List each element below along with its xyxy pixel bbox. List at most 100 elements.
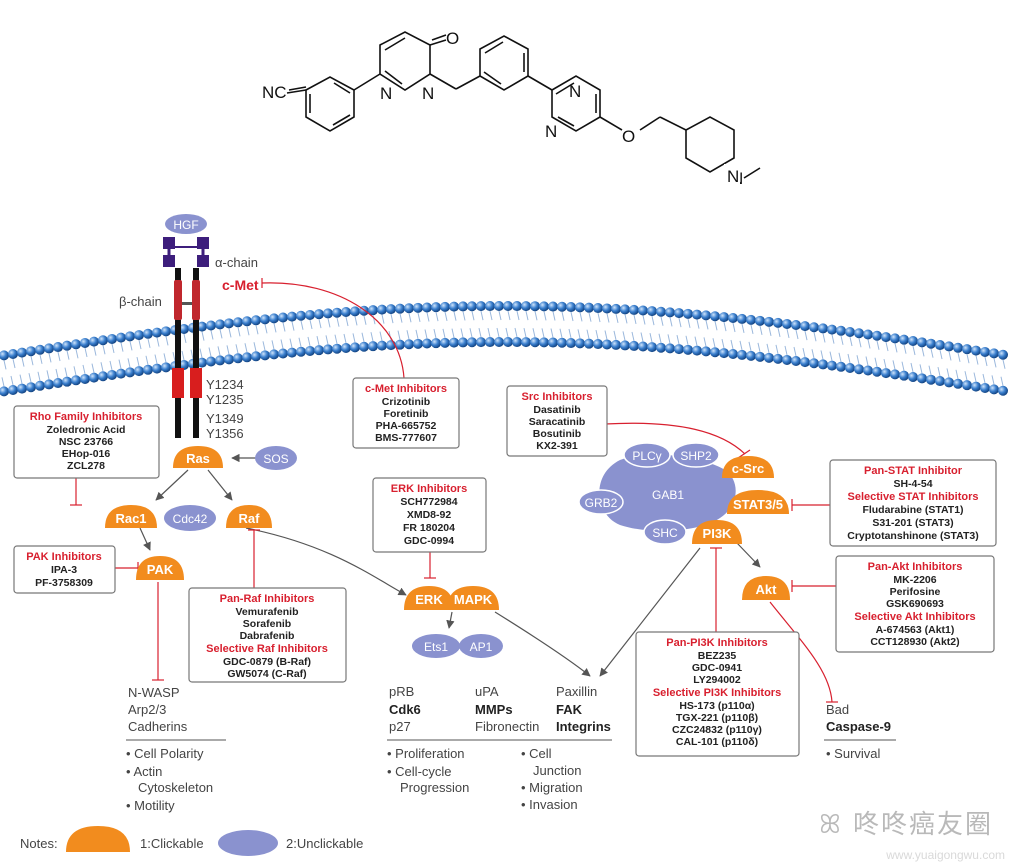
pi3k-inhibitor-item: TGX-221 (p110β) bbox=[676, 712, 758, 724]
akt-inhibitor-item: MK-2206 bbox=[893, 574, 936, 586]
site-watermark: www.yuaigongwu.com bbox=[886, 848, 1005, 862]
c-met-inhibitor-item: Foretinib bbox=[384, 408, 429, 420]
c-src-node[interactable] bbox=[722, 456, 774, 478]
pak-inhibitors-title: PAK Inhibitors bbox=[26, 551, 102, 563]
atom-n-methyl: N bbox=[727, 167, 739, 186]
atom-n: N bbox=[380, 84, 392, 103]
pi3k-inhibitor-item: GDC-0941 bbox=[692, 662, 742, 674]
grb2-node bbox=[578, 489, 624, 515]
akt-inhibitors-box: Pan-Akt Inhibitors MK-2206 Perifosine GS… bbox=[835, 555, 995, 653]
pak-target: Cadherins bbox=[128, 719, 188, 734]
erk-inhibitor-item: XMD8-92 bbox=[407, 509, 452, 521]
ras-node[interactable] bbox=[173, 446, 223, 468]
erk-node[interactable] bbox=[404, 586, 454, 610]
atom-nc: NC bbox=[262, 83, 287, 102]
clickable-legend-label: 1:Clickable bbox=[140, 836, 204, 851]
akt-target: Bad bbox=[826, 702, 849, 717]
fak-effect: • Cell bbox=[521, 746, 552, 761]
pak-target: N-WASP bbox=[128, 685, 180, 700]
ets1-node bbox=[412, 634, 460, 658]
rho-inhibitor-item: Zoledronic Acid bbox=[47, 424, 126, 436]
unclickable-legend-swatch bbox=[218, 830, 278, 856]
unclickable-legend-label: 2:Unclickable bbox=[286, 836, 363, 851]
grb2-label: GRB2 bbox=[585, 496, 618, 510]
pak-effect: • Actin bbox=[126, 764, 162, 779]
fak-target: Paxillin bbox=[556, 684, 597, 699]
c-met-inhibitor-item: PHA-665752 bbox=[376, 420, 437, 432]
ets-target: Cdk6 bbox=[389, 702, 421, 717]
selective-raf-inhibitors-title: Selective Raf Inhibitors bbox=[206, 643, 328, 655]
pan-pi3k-inhibitors-title: Pan-PI3K Inhibitors bbox=[666, 637, 767, 649]
stat35-label: STAT3/5 bbox=[733, 497, 783, 512]
raf-label: Raf bbox=[239, 511, 261, 526]
erk-inhibitors-box: ERK Inhibitors SCH772984 XMD8-92 FR 1802… bbox=[372, 477, 487, 553]
ets-effect: Progression bbox=[400, 780, 469, 795]
c-met-inhibitor-item: Crizotinib bbox=[382, 396, 430, 408]
akt-inhibitor-item: GSK690693 bbox=[886, 598, 944, 610]
pak-inhibitors-box: PAK Inhibitors IPA-3 PF-3758309 bbox=[13, 545, 116, 594]
pak-effect: • Cell Polarity bbox=[126, 746, 204, 761]
raf-inhibitor-item: GW5074 (C-Raf) bbox=[227, 668, 306, 680]
pi3k-node[interactable] bbox=[692, 520, 742, 544]
ap1-node bbox=[459, 634, 503, 658]
cell-membrane bbox=[0, 301, 1008, 397]
pak-node[interactable] bbox=[136, 556, 184, 580]
fak-target: Integrins bbox=[556, 719, 611, 734]
raf-inhibitor-item: GDC-0879 (B-Raf) bbox=[223, 656, 311, 668]
raf-inhibitor-item: Sorafenib bbox=[243, 618, 291, 630]
c-met-label: c-Met bbox=[222, 277, 259, 293]
y1234-label: Y1234 bbox=[206, 377, 244, 392]
raf-inhibitors-box: Pan-Raf Inhibitors Vemurafenib Sorafenib… bbox=[188, 587, 347, 683]
fak-effect: Junction bbox=[533, 763, 581, 778]
stat35-node[interactable] bbox=[727, 490, 789, 514]
fak-effect: • Migration bbox=[521, 780, 583, 795]
rho-inhibitor-item: NSC 23766 bbox=[59, 436, 113, 448]
ap1-target: Fibronectin bbox=[475, 719, 539, 734]
akt-inhibitor-item: CCT128930 (Akt2) bbox=[870, 636, 959, 648]
erk-inhibitor-item: SCH772984 bbox=[400, 496, 457, 508]
akt-node[interactable] bbox=[742, 576, 790, 600]
hgf-node bbox=[165, 214, 207, 234]
sos-label: SOS bbox=[263, 452, 288, 466]
pan-raf-inhibitors-title: Pan-Raf Inhibitors bbox=[220, 593, 315, 605]
erk-inhibitor-item: GDC-0994 bbox=[404, 535, 454, 547]
plcy-node bbox=[623, 442, 671, 468]
watermark: ꕤ 咚咚癌友圈 bbox=[819, 804, 993, 841]
raf-inhibitor-item: Dabrafenib bbox=[240, 630, 295, 642]
pan-akt-inhibitors-title: Pan-Akt Inhibitors bbox=[868, 561, 963, 573]
pi3k-inhibitor-item: HS-173 (p110α) bbox=[679, 700, 754, 712]
stat-inhibitor-item: S31-201 (STAT3) bbox=[872, 517, 953, 529]
shp2-label: SHP2 bbox=[680, 449, 712, 463]
erk-label: ERK bbox=[415, 592, 443, 607]
chat-icon: ꕤ bbox=[819, 810, 853, 840]
raf-inhibitor-item: Vemurafenib bbox=[235, 606, 298, 618]
atom-n: N bbox=[422, 84, 434, 103]
plcy-label: PLCγ bbox=[632, 449, 661, 463]
pi3k-inhibitor-item: CZC24832 (p110γ) bbox=[672, 724, 762, 736]
src-inhibitor-item: Dasatinib bbox=[533, 404, 580, 416]
y1235-label: Y1235 bbox=[206, 392, 244, 407]
cdc42-node bbox=[164, 505, 216, 531]
watermark-text: 咚咚癌友圈 bbox=[852, 810, 993, 840]
src-inhibitor-item: Bosutinib bbox=[533, 428, 581, 440]
rac1-node[interactable] bbox=[105, 505, 157, 528]
erk-inhibitor-item: FR 180204 bbox=[403, 522, 455, 534]
pathway-nodes: Ras SOS Rac1 Cdc42 Raf PAK ERK MAPK Ets1… bbox=[105, 442, 790, 658]
raf-node[interactable] bbox=[226, 505, 272, 528]
mapk-node[interactable] bbox=[447, 586, 499, 610]
y1349-label: Y1349 bbox=[206, 411, 244, 426]
stat-inhibitor-item: SH-4-54 bbox=[893, 478, 932, 490]
pak-inhibitor-item: IPA-3 bbox=[51, 564, 77, 576]
akt-label: Akt bbox=[756, 582, 778, 597]
cdc42-label: Cdc42 bbox=[173, 512, 208, 526]
mapk-label: MAPK bbox=[454, 592, 493, 607]
ets-effect: • Proliferation bbox=[387, 746, 465, 761]
clickable-legend-swatch bbox=[66, 826, 130, 852]
shp2-node bbox=[672, 442, 720, 468]
notes-legend: Notes: 1:Clickable 2:Unclickable bbox=[20, 826, 363, 856]
atom-n: N bbox=[545, 122, 557, 141]
ets-target: p27 bbox=[389, 719, 411, 734]
fak-target: FAK bbox=[556, 702, 583, 717]
stat-inhibitor-item: Fludarabine (STAT1) bbox=[862, 504, 963, 516]
